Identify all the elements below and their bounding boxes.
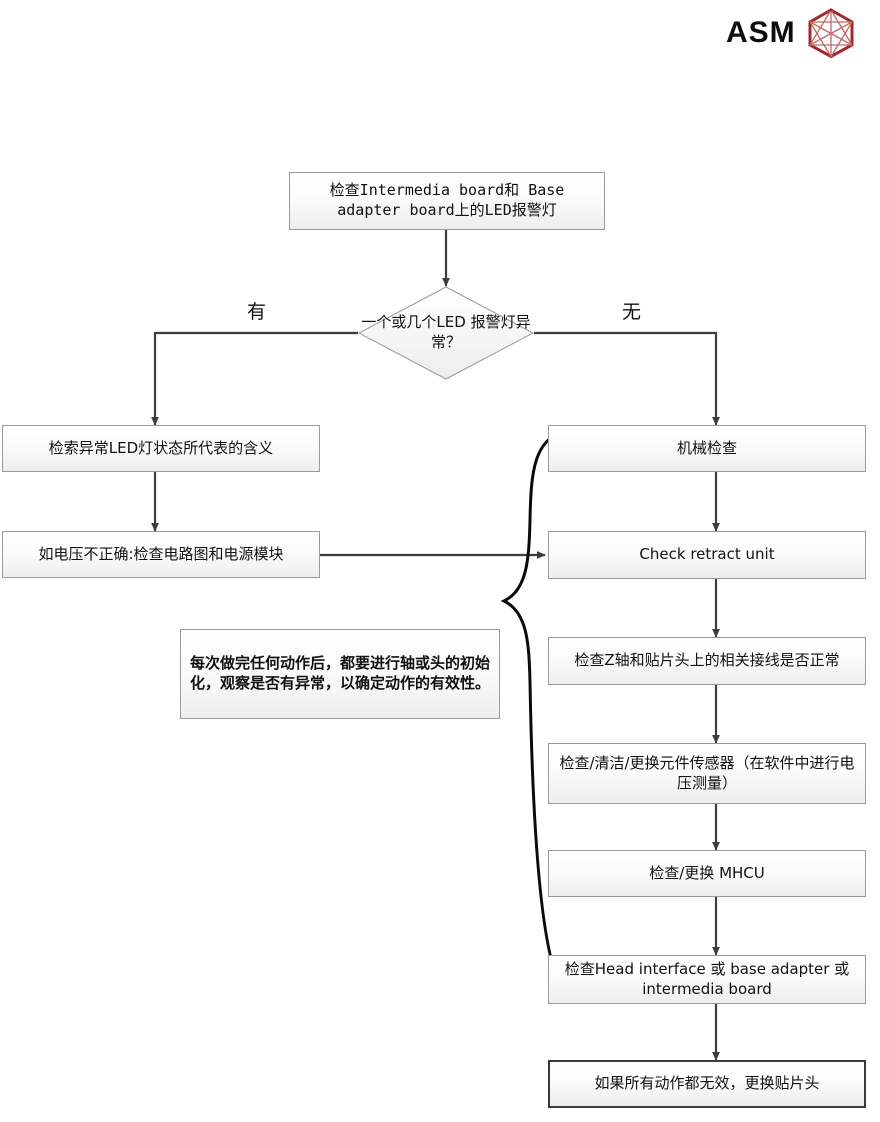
node-note-initialization[interactable]: 每次做完任何动作后，都要进行轴或头的初始化，观察是否有异常，以确定动作的有效性。 — [180, 629, 500, 719]
node-right-check-z-axis-wiring[interactable]: 检查Z轴和贴片头上的相关接线是否正常 — [548, 637, 866, 685]
node-left-check-circuit-power[interactable]: 如电压不正确:检查电路图和电源模块 — [2, 531, 320, 578]
node-start[interactable]: 检查Intermedia board和 Base adapter board上的… — [289, 172, 605, 230]
node-end-replace-head[interactable]: 如果所有动作都无效，更换贴片头 — [548, 1060, 866, 1108]
asm-hexagon-icon — [808, 8, 854, 58]
node-right-check-replace-mhcu[interactable]: 检查/更换 MHCU — [548, 850, 866, 897]
branch-label-left: 有 — [247, 301, 267, 323]
brand-name: ASM — [726, 16, 796, 49]
diamond-shape — [357, 286, 535, 380]
asm-logo: ASM — [726, 8, 856, 58]
node-decision[interactable]: 一个或几个LED 报警灯异常？ — [357, 286, 535, 380]
node-right-check-head-interface[interactable]: 检查Head interface 或 base adapter 或 interm… — [548, 955, 866, 1004]
node-left-retrieve-led-meaning[interactable]: 检索异常LED灯状态所代表的含义 — [2, 425, 320, 472]
node-decision-label: 一个或几个LED 报警灯异常？ — [361, 313, 531, 351]
node-right-check-component-sensor[interactable]: 检查/清洁/更换元件传感器（在软件中进行电压测量） — [548, 743, 866, 804]
node-right-check-retract-unit[interactable]: Check retract unit — [548, 531, 866, 579]
node-right-mechanical-check[interactable]: 机械检查 — [548, 425, 866, 472]
branch-label-right: 无 — [622, 301, 642, 323]
